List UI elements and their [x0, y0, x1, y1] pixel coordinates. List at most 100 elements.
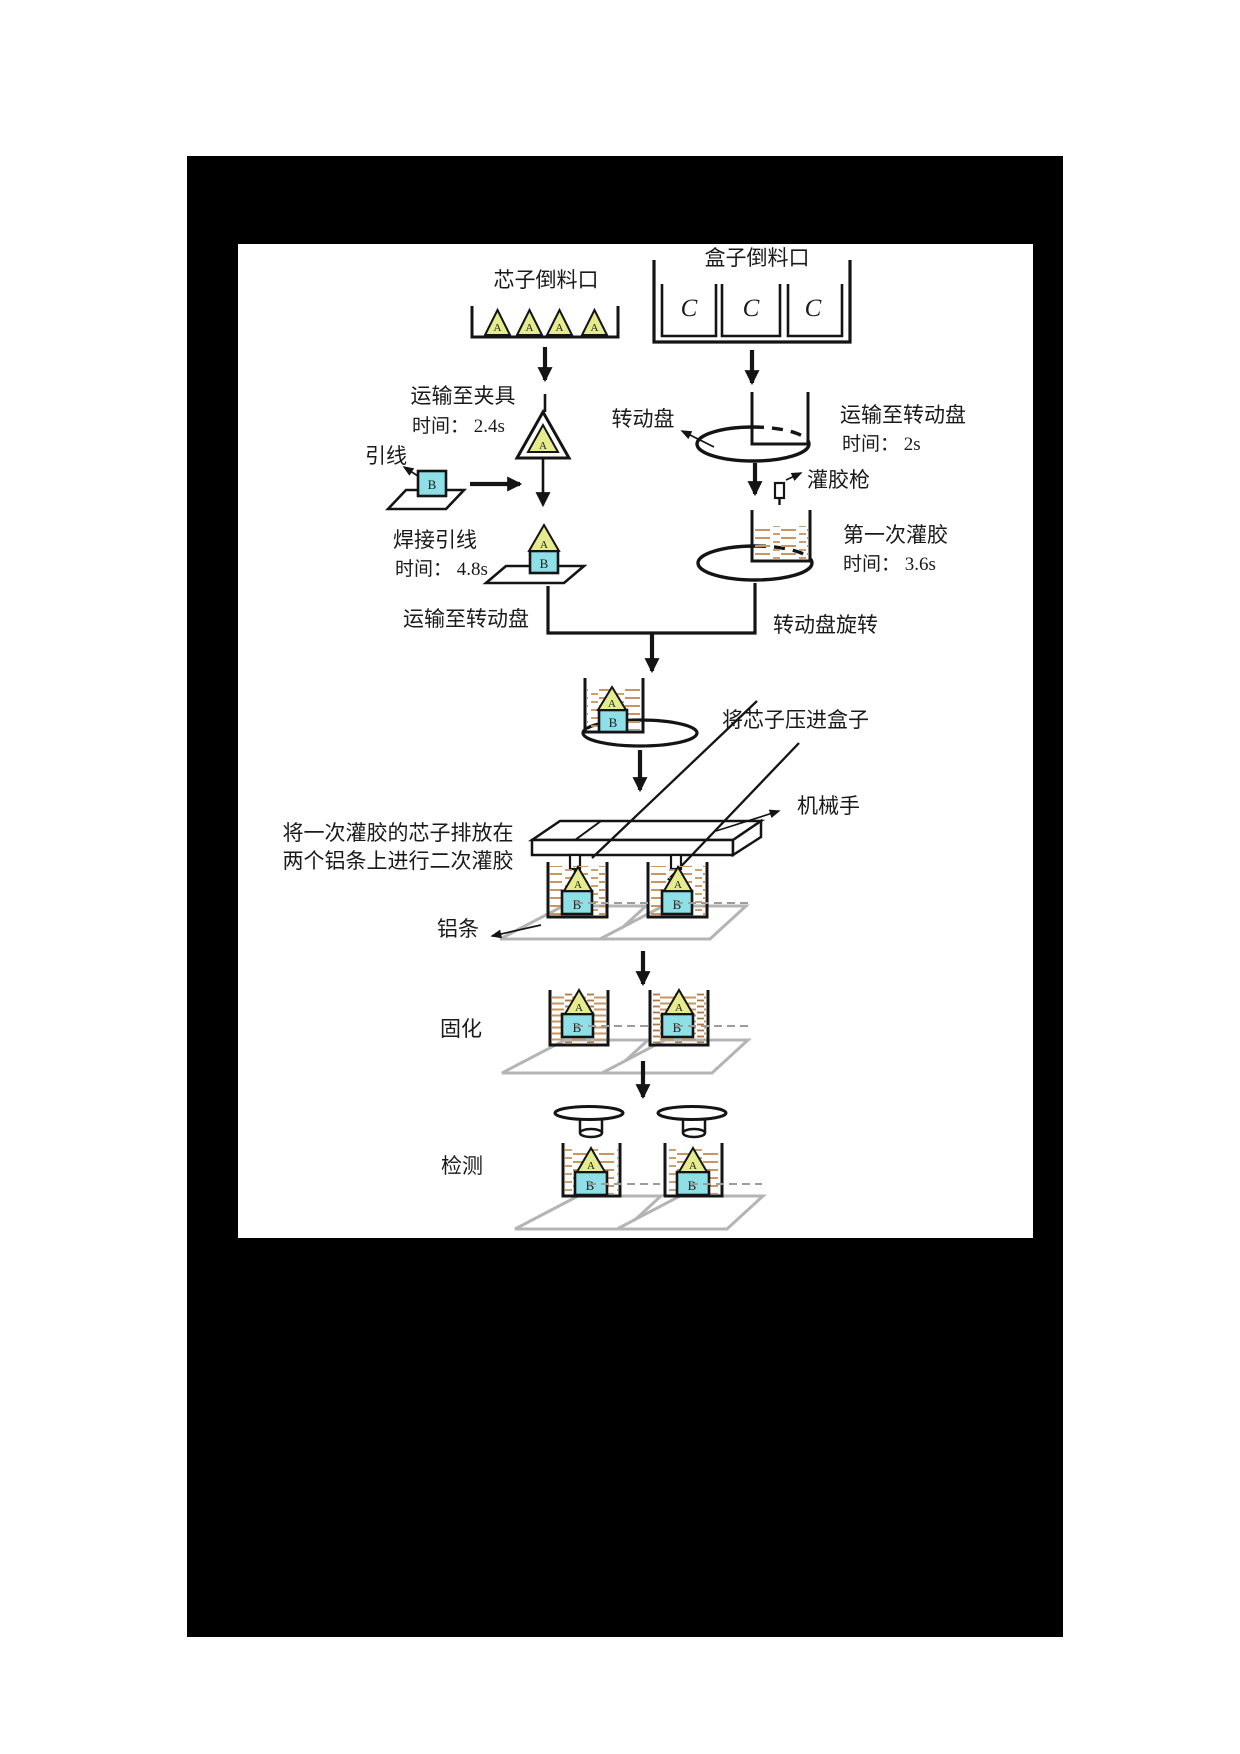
aluminum-strip-label: 铝条 — [437, 917, 479, 941]
step-label: 转动盘旋转 — [773, 613, 878, 637]
glue-gun-label: 灌胶枪 — [807, 468, 870, 492]
disc-ellipse — [696, 544, 814, 582]
core-marker: A — [494, 322, 502, 334]
core-marker: A — [556, 322, 564, 334]
shell-marker: C — [681, 295, 698, 322]
transport-to-fixture-step: 运输至夹具 时间： 2.4s A — [411, 384, 572, 508]
box-cell — [660, 284, 718, 338]
rotating-disc-step: 转动盘 运输至转动盘 时间： 2s — [612, 392, 966, 497]
lead-wire-label: 引线 — [365, 444, 407, 468]
core-parts-icon: A A A A — [483, 307, 609, 336]
core-marker: A — [674, 879, 682, 891]
robot-arm-line — [591, 700, 758, 859]
box-marker: B — [540, 556, 549, 571]
core-feeder-title: 芯子倒料口 — [494, 268, 599, 292]
box-marker: B — [573, 1020, 582, 1035]
step-label: 第一次灌胶 — [843, 523, 948, 547]
box-feeder-outer — [652, 260, 852, 344]
core-icon — [575, 1146, 607, 1173]
press-core-step: A B 将芯子压进盒子 — [581, 678, 869, 793]
callout-arrow — [715, 809, 781, 832]
bar-split-line — [574, 820, 602, 841]
glue-container — [548, 990, 610, 1047]
glue-fill — [754, 526, 808, 559]
test-probe-icon — [656, 1105, 728, 1139]
lead-wire-step: 引线 B — [365, 444, 523, 511]
box-marker: B — [688, 1178, 697, 1193]
glue-container — [750, 510, 812, 563]
box-cell — [786, 284, 844, 338]
box-feeder-title: 盒子倒料口 — [705, 246, 810, 270]
robot-hand-label: 机械手 — [797, 794, 860, 818]
glue-container — [648, 990, 710, 1047]
step-time: 时间： 2.4s — [412, 415, 505, 437]
bar-top-face — [527, 819, 766, 842]
box-marker: B — [573, 897, 582, 912]
curing-row: A B A B 固化 — [440, 988, 752, 1100]
aluminum-strip-icon — [601, 1038, 752, 1075]
glue-gun-icon — [773, 481, 786, 500]
callout-arrow — [785, 472, 803, 481]
disc-ellipse — [695, 425, 811, 463]
box-marker: B — [428, 477, 437, 492]
robot-arm-line — [667, 742, 800, 881]
core-marker: A — [575, 1002, 583, 1014]
box-cell — [720, 284, 782, 338]
core-marker: A — [540, 539, 548, 551]
box-marker: B — [586, 1178, 595, 1193]
second-glue-row: A B A B 铝条 — [437, 862, 750, 987]
second-glue-caption: 将一次灌胶的芯子排放在 — [283, 821, 514, 845]
step-label: 将芯子压进盒子 — [722, 708, 869, 732]
curing-label: 固化 — [440, 1017, 482, 1041]
core-marker: A — [591, 322, 599, 334]
core-marker: A — [608, 698, 616, 710]
glue-container — [546, 862, 609, 919]
box-feeder: 盒子倒料口 C C C — [652, 246, 852, 344]
first-glue-step: 灌胶枪 第一次灌胶 时间： 3.6s — [696, 468, 948, 582]
shell-marker: C — [743, 295, 760, 322]
core-icon — [562, 865, 594, 892]
core-marker: A — [526, 322, 534, 334]
core-icon — [662, 865, 694, 892]
inspection-row: A B A B 检测 — [441, 1105, 767, 1231]
step-label: 运输至转动盘 — [403, 607, 529, 631]
core-marker: A — [539, 440, 547, 452]
shell-marker: C — [805, 295, 822, 322]
core-tray-shape — [470, 306, 620, 339]
core-icon — [563, 988, 595, 1015]
callout-arrow — [680, 430, 715, 448]
second-glue-caption: 两个铝条上进行二次灌胶 — [283, 849, 514, 873]
inspection-label: 检测 — [441, 1154, 483, 1178]
test-probe-icon — [553, 1105, 625, 1139]
box-marker: B — [673, 1020, 682, 1035]
merge-connector: 运输至转动盘 转动盘旋转 — [403, 583, 878, 674]
step-time: 时间： 2s — [842, 433, 921, 455]
core-marker: A — [689, 1160, 697, 1172]
rotating-disc-label: 转动盘 — [612, 407, 675, 431]
box-marker: B — [609, 715, 618, 730]
callout-arrow — [490, 924, 542, 939]
weld-lead-step: 焊接引线 时间： 4.8s A B — [393, 522, 588, 585]
box-on-disc — [750, 392, 810, 446]
step-label: 焊接引线 — [393, 528, 477, 552]
core-icon — [527, 522, 561, 552]
core-marker: A — [675, 1002, 683, 1014]
glue-container — [646, 862, 709, 919]
aluminum-strip-icon — [599, 904, 750, 941]
core-feeder: 芯子倒料口 A A A A — [470, 268, 620, 339]
bar-end-face — [731, 818, 763, 858]
lead-box-icon — [416, 469, 448, 498]
core-marker: A — [587, 1160, 595, 1172]
core-icon — [663, 988, 695, 1015]
core-in-fixture-icon — [526, 422, 560, 453]
step-label: 运输至夹具 — [411, 384, 516, 408]
box-marker: B — [673, 897, 682, 912]
robot-hand-step: 机械手 将一次灌胶的芯子排放在 两个铝条上进行二次灌胶 — [283, 700, 860, 881]
core-icon — [596, 685, 628, 711]
step-time: 时间： 4.8s — [395, 558, 488, 580]
core-icon — [677, 1146, 709, 1173]
step-time: 时间： 3.6s — [843, 553, 936, 575]
aluminum-strip-icon — [616, 1194, 767, 1231]
